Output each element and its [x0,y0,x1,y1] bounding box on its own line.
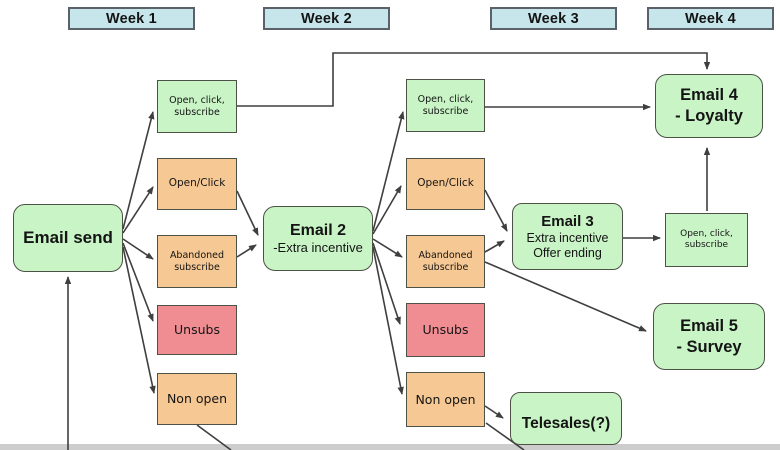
node-label: Open, click, [680,228,733,239]
arrow-emailsend-to-w1-openclicksub [122,111,155,230]
node-label: Abandoned [169,249,225,261]
node-title: Email 2 [289,222,347,240]
node-subtitle: Extra incentive [526,231,609,246]
arrow-emailsend-to-w1-nonopen [122,246,156,394]
arrow-emailsend-to-w1-openclick [122,186,154,234]
node-subtitle: -Extra incentive [273,240,363,256]
node-label: subscribe [422,261,469,273]
node-email-send: Email send [13,204,123,272]
arrow-email2-to-w3-unsubs [372,242,401,325]
node-label: Unsubs [174,322,220,338]
node-label: subscribe [422,105,469,117]
node-title: Email 3 [541,213,594,231]
node-w3-open-click-subscribe: Open, click, subscribe [406,79,485,132]
node-email-2: Email 2 -Extra incentive [263,206,373,271]
node-label: Open, click, [417,93,474,105]
arrow-w1-abandoned-to-email2 [236,244,257,258]
node-w4-open-click-subscribe: Open, click, subscribe [665,213,748,267]
node-subtitle: - Loyalty [675,107,743,125]
node-w3-abandoned-subscribe: Abandoned subscribe [406,235,485,288]
node-label: Unsubs [422,322,469,338]
node-label: Open, click, [169,94,225,106]
node-w1-non-open: Non open [157,373,237,425]
node-label: Abandoned [418,249,473,261]
node-email-4: Email 4 - Loyalty [655,74,763,138]
arrow-w3-openclick-to-email3 [484,189,508,232]
node-label: Non open [415,391,476,407]
arrow-email2-to-w3-abandoned [372,238,403,258]
node-label: subscribe [684,240,729,250]
node-email-3: Email 3 Extra incentive Offer ending [512,203,623,270]
node-w1-open-click: Open/Click [157,158,237,210]
arrow-email2-to-w3-openclick [372,185,402,235]
arrow-email2-to-w3-nonopen [372,246,404,395]
arrow-w3-nonopen-to-telesales [484,405,504,419]
node-w1-unsubs: Unsubs [157,305,237,355]
node-email-5: Email 5 - Survey [653,303,765,370]
arrow-email2-to-w3-openclicksub [372,111,405,232]
arrow-emailsend-to-w1-abandoned [122,238,154,260]
node-title: Email 4 [680,86,738,105]
node-w3-non-open: Non open [406,372,485,427]
node-w3-open-click: Open/Click [406,158,485,210]
node-label: subscribe [174,106,220,118]
node-w1-abandoned-subscribe: Abandoned subscribe [157,235,237,288]
arrow-w3-abandoned-to-email3 [484,240,505,253]
node-title: Email 5 [680,316,738,335]
week-4-header: Week 4 [647,7,774,30]
arrow-w1-openclicksub-to-email4 [237,52,711,107]
week-1-header: Week 1 [68,7,195,30]
week-2-header: Week 2 [263,7,390,30]
node-label: Non open [166,391,228,407]
node-subtitle: - Survey [676,337,742,356]
node-w3-unsubs: Unsubs [406,303,485,357]
node-label: subscribe [174,261,220,273]
node-label: Telesales(?) [521,414,611,432]
node-label: Open/Click [417,177,474,190]
arrow-emailsend-to-w1-unsubs [122,242,154,322]
node-w1-open-click-subscribe: Open, click, subscribe [157,80,237,133]
line-w3-nonopen-down [485,422,525,450]
node-label: Open/Click [168,177,226,190]
week-3-header: Week 3 [490,7,617,30]
node-telesales: Telesales(?) [510,392,622,445]
arrow-w1-openclick-to-email2 [236,190,259,236]
node-label: Email send [23,228,113,248]
line-w1-nonopen-down [196,424,232,450]
bottom-edge-strip [0,444,780,450]
node-subtitle: Offer ending [533,245,602,260]
arrow-w3-abandoned-to-email5 [484,261,647,332]
